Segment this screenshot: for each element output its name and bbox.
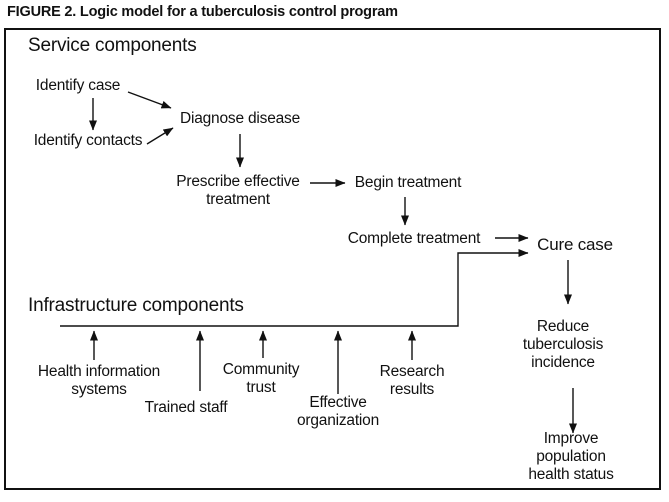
node-reduce-tuberculosis-incidence: Reduce tuberculosis incidence [522,318,604,371]
diagram-frame [4,28,661,490]
node-trained-staff: Trained staff [144,399,228,416]
node-identify-case: Identify case [35,77,121,94]
node-prescribe-effective-treatment: Prescribe effective treatment [176,173,300,208]
node-identify-contacts: Identify contacts [33,132,143,149]
node-effective-organization: Effective organization [296,394,380,429]
node-begin-treatment: Begin treatment [354,174,462,191]
arrow-identify-contacts-to-diagnose [146,127,174,145]
node-improve-population-health-status: Improve population health status [528,430,614,483]
node-cure-case: Cure case [537,235,613,254]
node-research-results: Research results [379,363,445,398]
section-header-infrastructure-components: Infrastructure components [28,295,244,316]
section-header-service-components: Service components [28,35,197,56]
node-diagnose-disease: Diagnose disease [179,110,301,127]
figure-caption: FIGURE 2. Logic model for a tuberculosis… [7,4,398,20]
node-community-trust: Community trust [222,361,300,396]
node-complete-treatment: Complete treatment [347,230,481,247]
node-health-information-systems: Health information systems [37,363,161,398]
arrow-identify-case-to-diagnose [127,91,172,109]
infrastructure-line-to-cure [60,249,529,327]
